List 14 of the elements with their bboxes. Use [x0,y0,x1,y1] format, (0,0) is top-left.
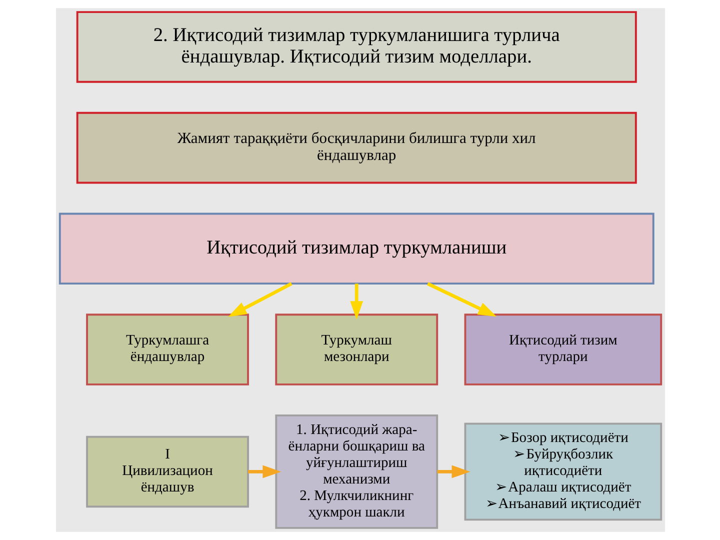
node-box: 2. Иқтисодий тизимлар туркумланишига турлича ёндашувлар. Иқтисодий тизим моделлари. [76,11,636,83]
arrow [228,282,292,317]
arrow [436,465,470,478]
node-box: Иқтисодий тизим турлари [464,314,662,386]
node-box: ➢Бозор иқтисодиёти ➢Буйруқбозлик иқтисодиёти ➢Аралаш иқтисодиёт ➢Анъанавий иқтисодиёт [464,422,662,521]
node-box: Иқтисодий тизимлар туркумланиши [58,212,654,285]
arrow [248,465,281,478]
node-box: 1. Иқтисодий жара- ёнларни бошқариш ва уйғунлаштириш механизми 2. Мулкчиликнинг ҳукмрон шакли [274,414,438,529]
node-box: I Цивилизацион ёндашув [86,436,248,508]
node-box: Жамият тараққиёти босқичларини билишга турли хил ёндашувлар [76,112,636,184]
node-box: Туркумлашга ёндашувлар [86,314,248,386]
arrow [350,284,363,320]
node-box: Туркумлаш мезонлари [274,314,438,386]
arrow [426,282,496,317]
